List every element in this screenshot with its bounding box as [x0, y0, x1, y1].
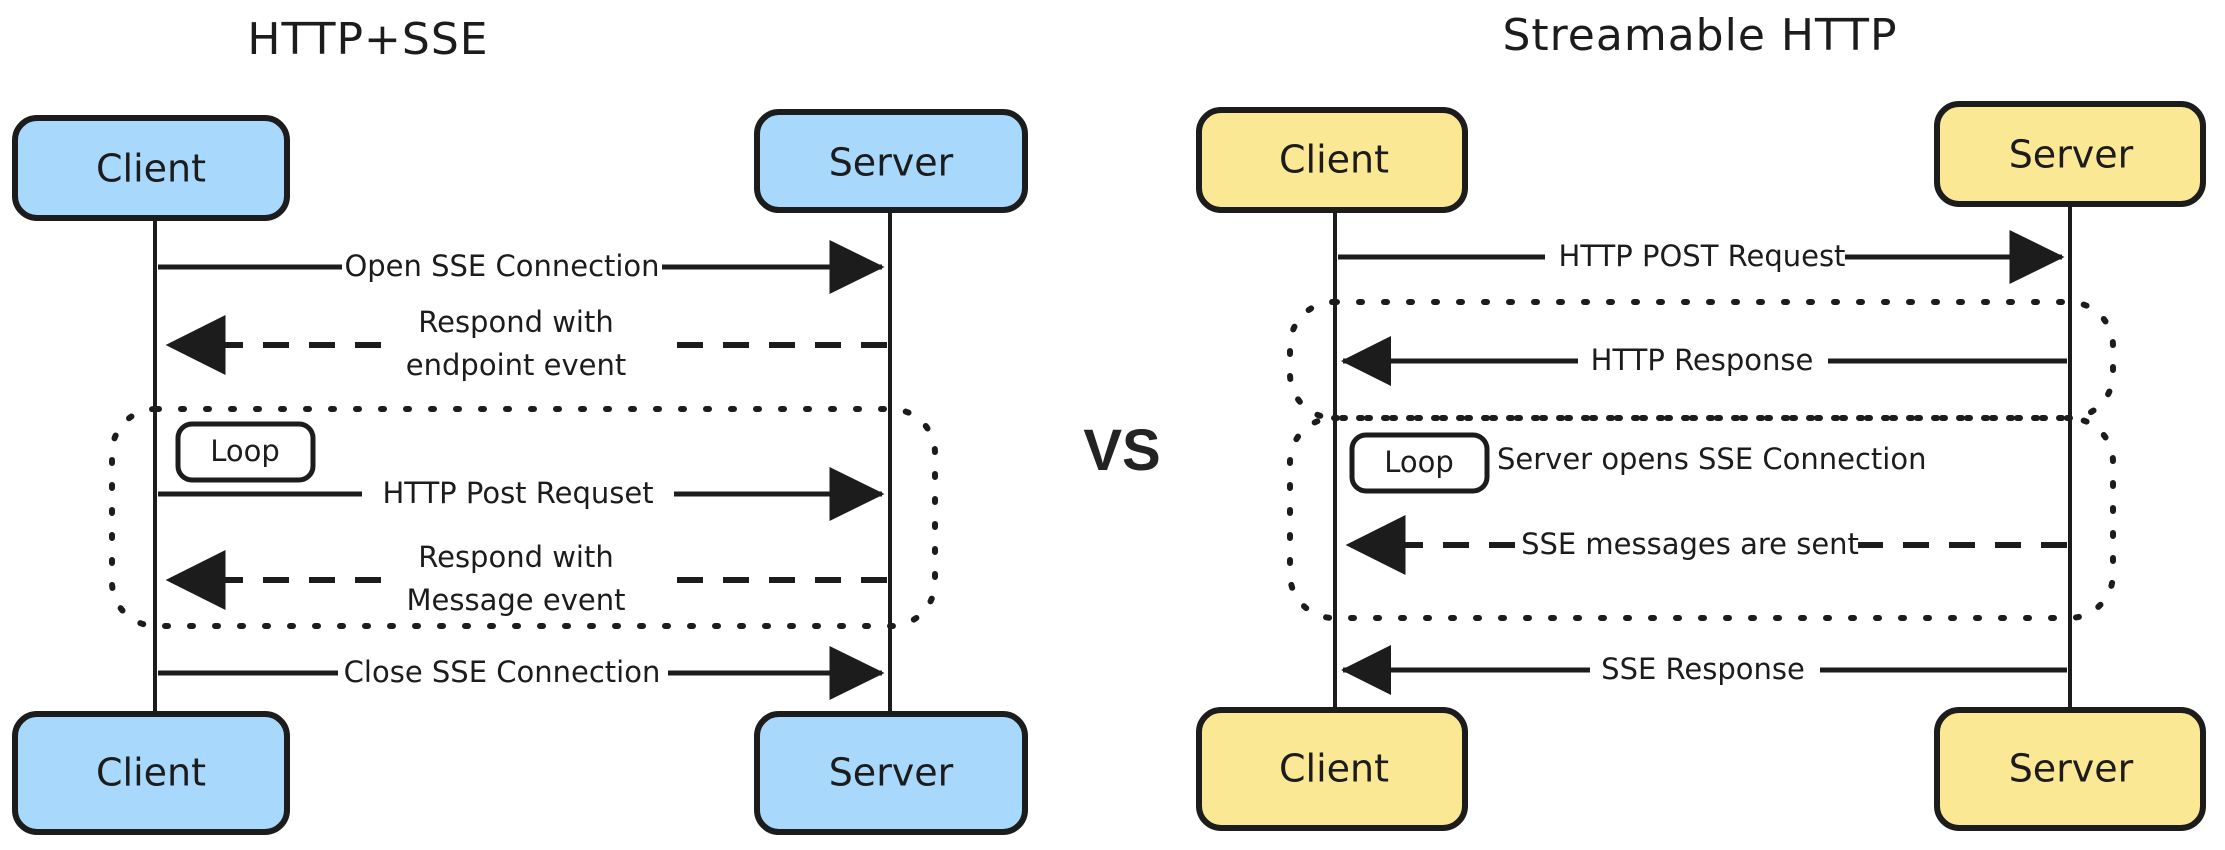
left-msg-4-label-line1: Respond with [418, 540, 613, 574]
right-client-box-bottom[interactable] [1196, 707, 1468, 831]
left-server-box-top[interactable] [754, 109, 1028, 213]
left-msg-4-label-line2: Message event [407, 583, 626, 617]
left-client-box-bottom[interactable] [12, 711, 290, 835]
left-msg-2-label-line2: endpoint event [406, 348, 626, 382]
right-msg-1-label-bg [1545, 239, 1845, 275]
right-loop-label: Loop [1384, 445, 1454, 479]
left-msg-1-label: Open SSE Connection [344, 249, 659, 283]
right-loop-fragment [1287, 415, 2116, 621]
left-diagram-title: HTTP+SSE [247, 14, 488, 65]
left-loop-label: Loop [210, 434, 280, 468]
left-server-label-bottom: Server [829, 751, 954, 795]
diagram-streamable-http: Streamable HTTP Client Server HTTP POST … [1196, 10, 2206, 831]
right-client-label-bottom: Client [1279, 747, 1389, 791]
right-msg-3-label: SSE messages are sent [1521, 527, 1859, 561]
left-server-box-bottom[interactable] [754, 711, 1028, 835]
left-msg-1-label-bg [342, 249, 662, 285]
left-client-box-top[interactable] [12, 115, 290, 221]
left-client-label-top: Client [96, 147, 206, 191]
left-msg-3-label-bg [362, 476, 674, 512]
vs-label: VS [1083, 418, 1160, 483]
right-client-label-top: Client [1279, 138, 1389, 182]
right-msg-2-label-bg [1578, 343, 1828, 379]
right-loop-label-box[interactable] [1349, 432, 1490, 494]
right-msg-2-label: HTTP Response [1591, 343, 1814, 377]
left-loop-label-box[interactable] [175, 421, 316, 483]
left-msg-5-label: Close SSE Connection [344, 655, 661, 689]
right-server-box-bottom[interactable] [1934, 707, 2206, 831]
left-msg-4-label-bg [392, 562, 660, 598]
diagram-http-sse: HTTP+SSE Client Server Open SSE Connecti… [12, 14, 1028, 835]
right-server-label-bottom: Server [2009, 747, 2134, 791]
left-server-label-top: Server [829, 141, 954, 185]
right-diagram-title: Streamable HTTP [1503, 10, 1898, 61]
right-msg-1-label: HTTP POST Request [1559, 239, 1846, 273]
left-msg-5-label-bg [338, 655, 668, 691]
left-msg-2-label-bg [392, 327, 662, 363]
right-msg-4-label: SSE Response [1601, 652, 1805, 686]
left-msg-2-label-line1: Respond with [418, 305, 613, 339]
left-client-label-bottom: Client [96, 751, 206, 795]
right-server-label-top: Server [2009, 133, 2134, 177]
right-msg-4-label-bg [1590, 652, 1820, 688]
right-msg-3-label-bg [1518, 527, 1858, 563]
right-loop-note: Server opens SSE Connection [1497, 442, 1926, 476]
left-msg-3-label: HTTP Post Requset [382, 476, 653, 510]
right-client-box-top[interactable] [1196, 107, 1468, 213]
right-server-box-top[interactable] [1934, 101, 2206, 207]
